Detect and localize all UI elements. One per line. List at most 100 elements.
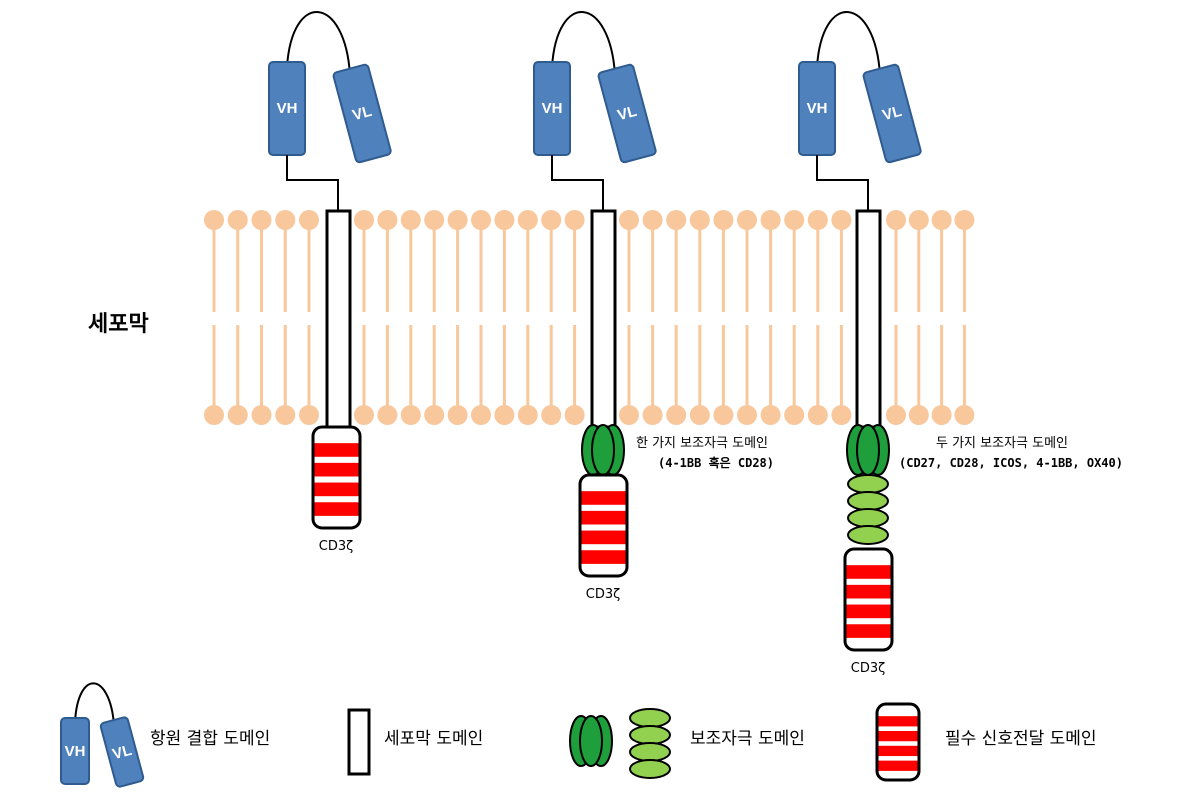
transmembrane-domain [325,209,352,429]
hinge-line [551,155,604,211]
legend-antigen-binding: VH VL 항원 결합 도메인 [60,682,270,788]
antigen-binding-domain: VH VL [798,11,922,164]
costim-unit [629,725,671,745]
cell-membrane [204,210,975,425]
lipid-molecule [831,210,852,425]
costim-label: 한 가지 보조자극 도메인 [636,436,768,451]
legend-signaling-icon [875,702,921,782]
legend-vl-icon [99,716,145,788]
cd3z-signaling-domain [578,473,629,578]
lipid-molecule [954,210,975,425]
vl-label: VL [351,103,374,124]
lipid-molecule [931,210,952,425]
legend-vl-label: VL [111,742,134,763]
costim-sublabel: (4-1BB 혹은 CD28) [658,455,774,470]
costim-label: 두 가지 보조자극 도메인 [936,436,1068,451]
legend-antigen-binding-label: 항원 결합 도메인 [150,729,270,749]
costim-domain-light [847,474,889,545]
lipid-molecule [494,210,515,425]
signal-stripe [846,584,891,599]
lipid-molecule [517,210,538,425]
lipid-molecule [886,210,906,425]
lipid-molecule [400,210,421,425]
legend-costimulatory-label: 보조자극 도메인 [690,729,805,749]
vl-domain [332,63,392,164]
lipid-molecule [713,210,734,425]
signal-stripe [878,730,918,742]
lipid-molecule [908,210,929,425]
legend-transmembrane-label: 세포막 도메인 [384,729,483,749]
lipid-molecule [471,210,491,425]
signal-stripe [581,510,626,525]
signal-stripe [878,716,918,727]
signal-stripe [314,502,359,516]
car-construct-1: VH VL CD3ζ [268,11,392,554]
lipid-molecule [541,210,562,425]
vl-domain [597,63,657,164]
costim-unit [629,759,671,779]
costim-sublabel: (CD27, CD28, ICOS, 4-1BB, OX40) [899,456,1123,470]
signal-stripe [846,624,891,638]
lipid-molecule [689,210,710,425]
legend-costim-dark-icon [569,715,613,767]
lipid-molecule [760,210,781,425]
legend-transmembrane: 세포막 도메인 [347,708,483,776]
costim-unit [847,474,889,494]
cd3z-signaling-domain [843,547,894,652]
costim-unit [847,525,889,545]
hinge-line [286,155,339,211]
legend-vh-label: VH [65,743,86,760]
legend-costim-light-icon [629,708,671,779]
lipid-molecule [227,210,248,425]
signal-stripe [314,482,359,497]
legend-transmembrane-icon [347,708,371,776]
membrane-label: 세포막 [88,312,149,337]
signal-stripe [314,462,359,477]
lipid-molecule [619,210,639,425]
signal-stripe [581,530,626,545]
signal-stripe [846,565,891,579]
costim-domain-dark [846,424,890,476]
lipid-molecule [737,210,757,425]
legend-signaling-label: 필수 신호전달 도메인 [945,729,1097,749]
signal-stripe [846,604,891,619]
lipid-molecule [299,210,319,425]
lipid-molecule [642,210,663,425]
lipid-molecule [666,210,687,425]
vl-domain [862,63,922,164]
vh-label: VH [277,100,298,117]
costim-domain-dark [581,424,625,476]
cd3z-label: CD3ζ [319,539,353,554]
signal-stripe [878,745,918,757]
signal-stripe [878,760,918,771]
lipid-molecule [275,210,296,425]
car-construct-3: VH VL 두 가지 보조자극 도메인 (CD27, CD28, ICOS, 4… [798,11,1123,676]
cd3z-signaling-domain [311,425,362,530]
antigen-binding-domain: VH VL [533,11,657,164]
signal-stripe [314,443,359,457]
costim-unit [629,708,671,728]
lipid-molecule [251,210,272,425]
vl-label: VL [881,103,904,124]
lipid-molecule [784,210,805,425]
lipid-molecule [564,210,585,425]
lipid-molecule [354,210,374,425]
lipid-molecule [204,210,224,425]
lipid-molecule [447,210,468,425]
costim-unit [629,742,671,762]
hinge-line [816,155,869,211]
costim-unit [847,491,889,511]
vl-label: VL [616,103,639,124]
car-construct-2: VH VL 한 가지 보조자극 도메인 (4-1BB 혹은 CD28) CD3ζ [533,11,774,602]
lipid-molecule [424,210,445,425]
cd3z-label: CD3ζ [851,661,885,676]
vh-label: VH [807,100,828,117]
legend-costimulatory: 보조자극 도메인 [569,708,805,779]
cd3z-label: CD3ζ [586,587,620,602]
signal-stripe [581,550,626,564]
costim-unit [847,508,889,528]
legend: VH VL 항원 결합 도메인 세포막 도메인 보조자극 도메인 필수 신호전달… [60,682,1097,788]
transmembrane-domain [590,209,617,429]
antigen-binding-domain: VH VL [268,11,392,164]
